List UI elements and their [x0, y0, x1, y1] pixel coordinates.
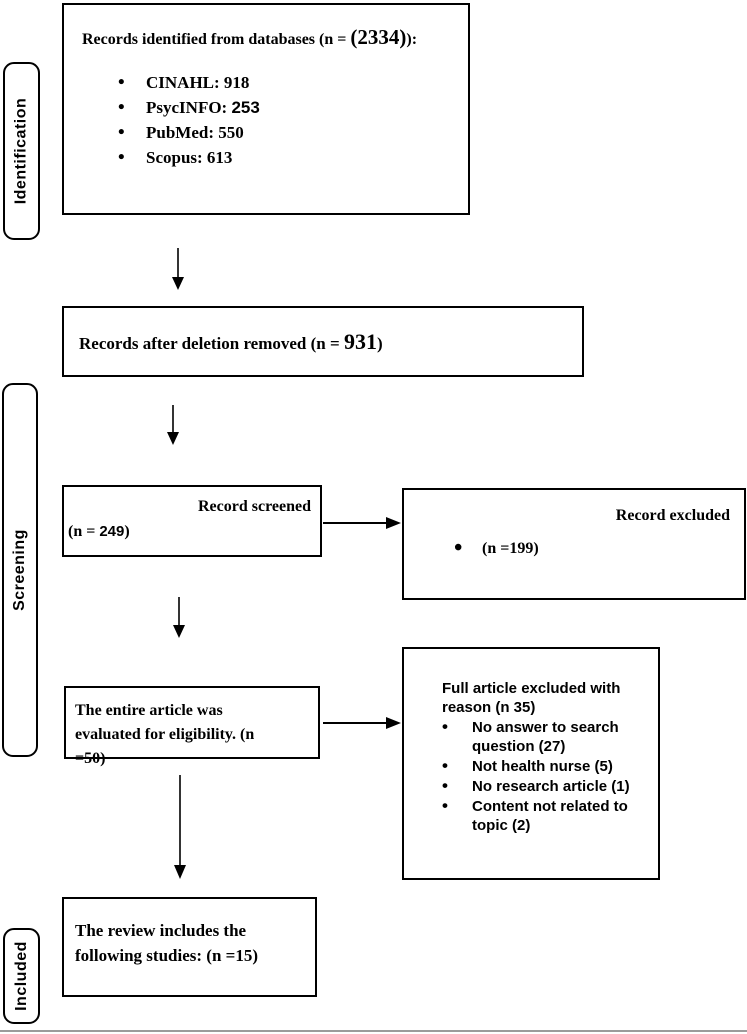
bullet-icon: • [118, 97, 125, 118]
arrow-down-deduped-to-screened [167, 405, 179, 445]
database-psycinfo: PsycINFO: 253 [146, 95, 260, 120]
bullet-icon: • [118, 122, 125, 143]
arrow-down-eligibility-to-review [174, 775, 186, 879]
bullet-icon: • [442, 796, 448, 815]
list-item: • CINAHL: 918 [118, 70, 458, 95]
stage-label-screening: Screening [2, 383, 38, 757]
eligibility-line: =50) [75, 750, 106, 767]
record-excluded-box: Record excluded • (n =199) [402, 488, 746, 600]
reason-line: No answer to search [472, 719, 619, 736]
record-excluded-count-row: • (n =199) [404, 534, 730, 561]
arrow-right-eligibility-to-fulltext [323, 717, 401, 729]
heading-line: reason (n 35) [442, 699, 536, 716]
heading-count: (2334) [350, 25, 407, 49]
stage-label-included-text: Included [12, 941, 30, 1011]
stage-label-included: Included [3, 928, 40, 1024]
arrow-right-screened-to-excluded [323, 517, 401, 529]
database-psycinfo-count: 253 [231, 98, 260, 117]
database-cinahl: CINAHL: 918 [146, 73, 250, 92]
database-list: • CINAHL: 918 • PsycINFO: 253 • PubMed: … [118, 70, 458, 170]
review-included-box: The review includes the following studie… [62, 897, 317, 997]
review-line: following studies: (n =15) [75, 946, 259, 965]
arrow-down-identified-to-deduped [172, 248, 184, 290]
exclusion-reason: • No answer to search question (27) [442, 717, 646, 756]
dedup-pre: Records after deletion removed (n = [79, 333, 344, 353]
bullet-icon: • [118, 72, 125, 93]
count-pre: (n = [68, 523, 100, 540]
list-item: • PsycINFO: 253 [118, 95, 458, 120]
database-scopus: Scopus: 613 [146, 148, 233, 167]
count-post: ) [124, 523, 130, 540]
database-psycinfo-label: PsycINFO: [146, 98, 232, 117]
database-pubmed: PubMed: 550 [146, 123, 244, 142]
page-bottom-rule [0, 1030, 747, 1032]
exclusion-reason: • No research article (1) [442, 776, 646, 796]
reason-text: No research article (1) [472, 778, 630, 795]
stage-label-identification-text: Identification [12, 97, 30, 205]
bullet-icon: • [442, 717, 448, 736]
reason-line: Content not related to [472, 798, 628, 815]
record-excluded-title: Record excluded [615, 507, 730, 524]
reason-text: No answer to search question (27) [472, 718, 619, 756]
count-num: 249 [99, 523, 125, 540]
exclusion-reason: • Not health nurse (5) [442, 756, 646, 776]
record-screened-count: (n = 249) [68, 523, 311, 541]
reason-line: question (27) [472, 738, 566, 755]
reason-text: Not health nurse (5) [472, 758, 613, 775]
fulltext-excluded-box: Full article excluded with reason (n 35)… [402, 647, 660, 880]
record-excluded-count: (n =199) [482, 540, 539, 557]
records-identified-box: Records identified from databases (n = (… [62, 3, 470, 215]
reason-line: topic (2) [472, 817, 531, 834]
dedup-count: 931 [343, 328, 377, 354]
heading-post: ): [406, 31, 418, 48]
records-identified-heading: Records identified from databases (n = (… [82, 25, 458, 50]
records-after-deletion-text: Records after deletion removed (n = 931) [79, 329, 383, 355]
bullet-icon: • [118, 147, 125, 168]
bullet-icon: • [442, 756, 448, 775]
records-after-deletion-box: Records after deletion removed (n = 931) [62, 306, 584, 377]
record-screened-title: Record screened [198, 498, 311, 515]
list-item: • Scopus: 613 [118, 145, 458, 170]
stage-label-screening-text: Screening [11, 529, 29, 611]
heading-line: Full article excluded with [442, 680, 621, 697]
eligibility-line: The entire article was [75, 702, 223, 719]
review-line: The review includes the [75, 921, 247, 940]
list-item: • PubMed: 550 [118, 120, 458, 145]
record-screened-box: Record screened (n = 249) [62, 485, 322, 557]
dedup-post: ) [376, 333, 383, 353]
bullet-icon: • [454, 535, 463, 561]
fulltext-excluded-heading: Full article excluded with reason (n 35) [442, 679, 646, 717]
heading-pre: Records identified from databases (n = [82, 31, 351, 48]
eligibility-box: The entire article was evaluated for eli… [64, 686, 320, 767]
reason-text: Content not related to topic (2) [472, 797, 628, 835]
arrow-down-screened-to-eligibility [173, 597, 185, 638]
bullet-icon: • [442, 776, 448, 795]
eligibility-line: evaluated for eligibility. (n [75, 726, 255, 743]
stage-label-identification: Identification [3, 62, 40, 240]
exclusion-reason: • Content not related to topic (2) [442, 796, 646, 835]
